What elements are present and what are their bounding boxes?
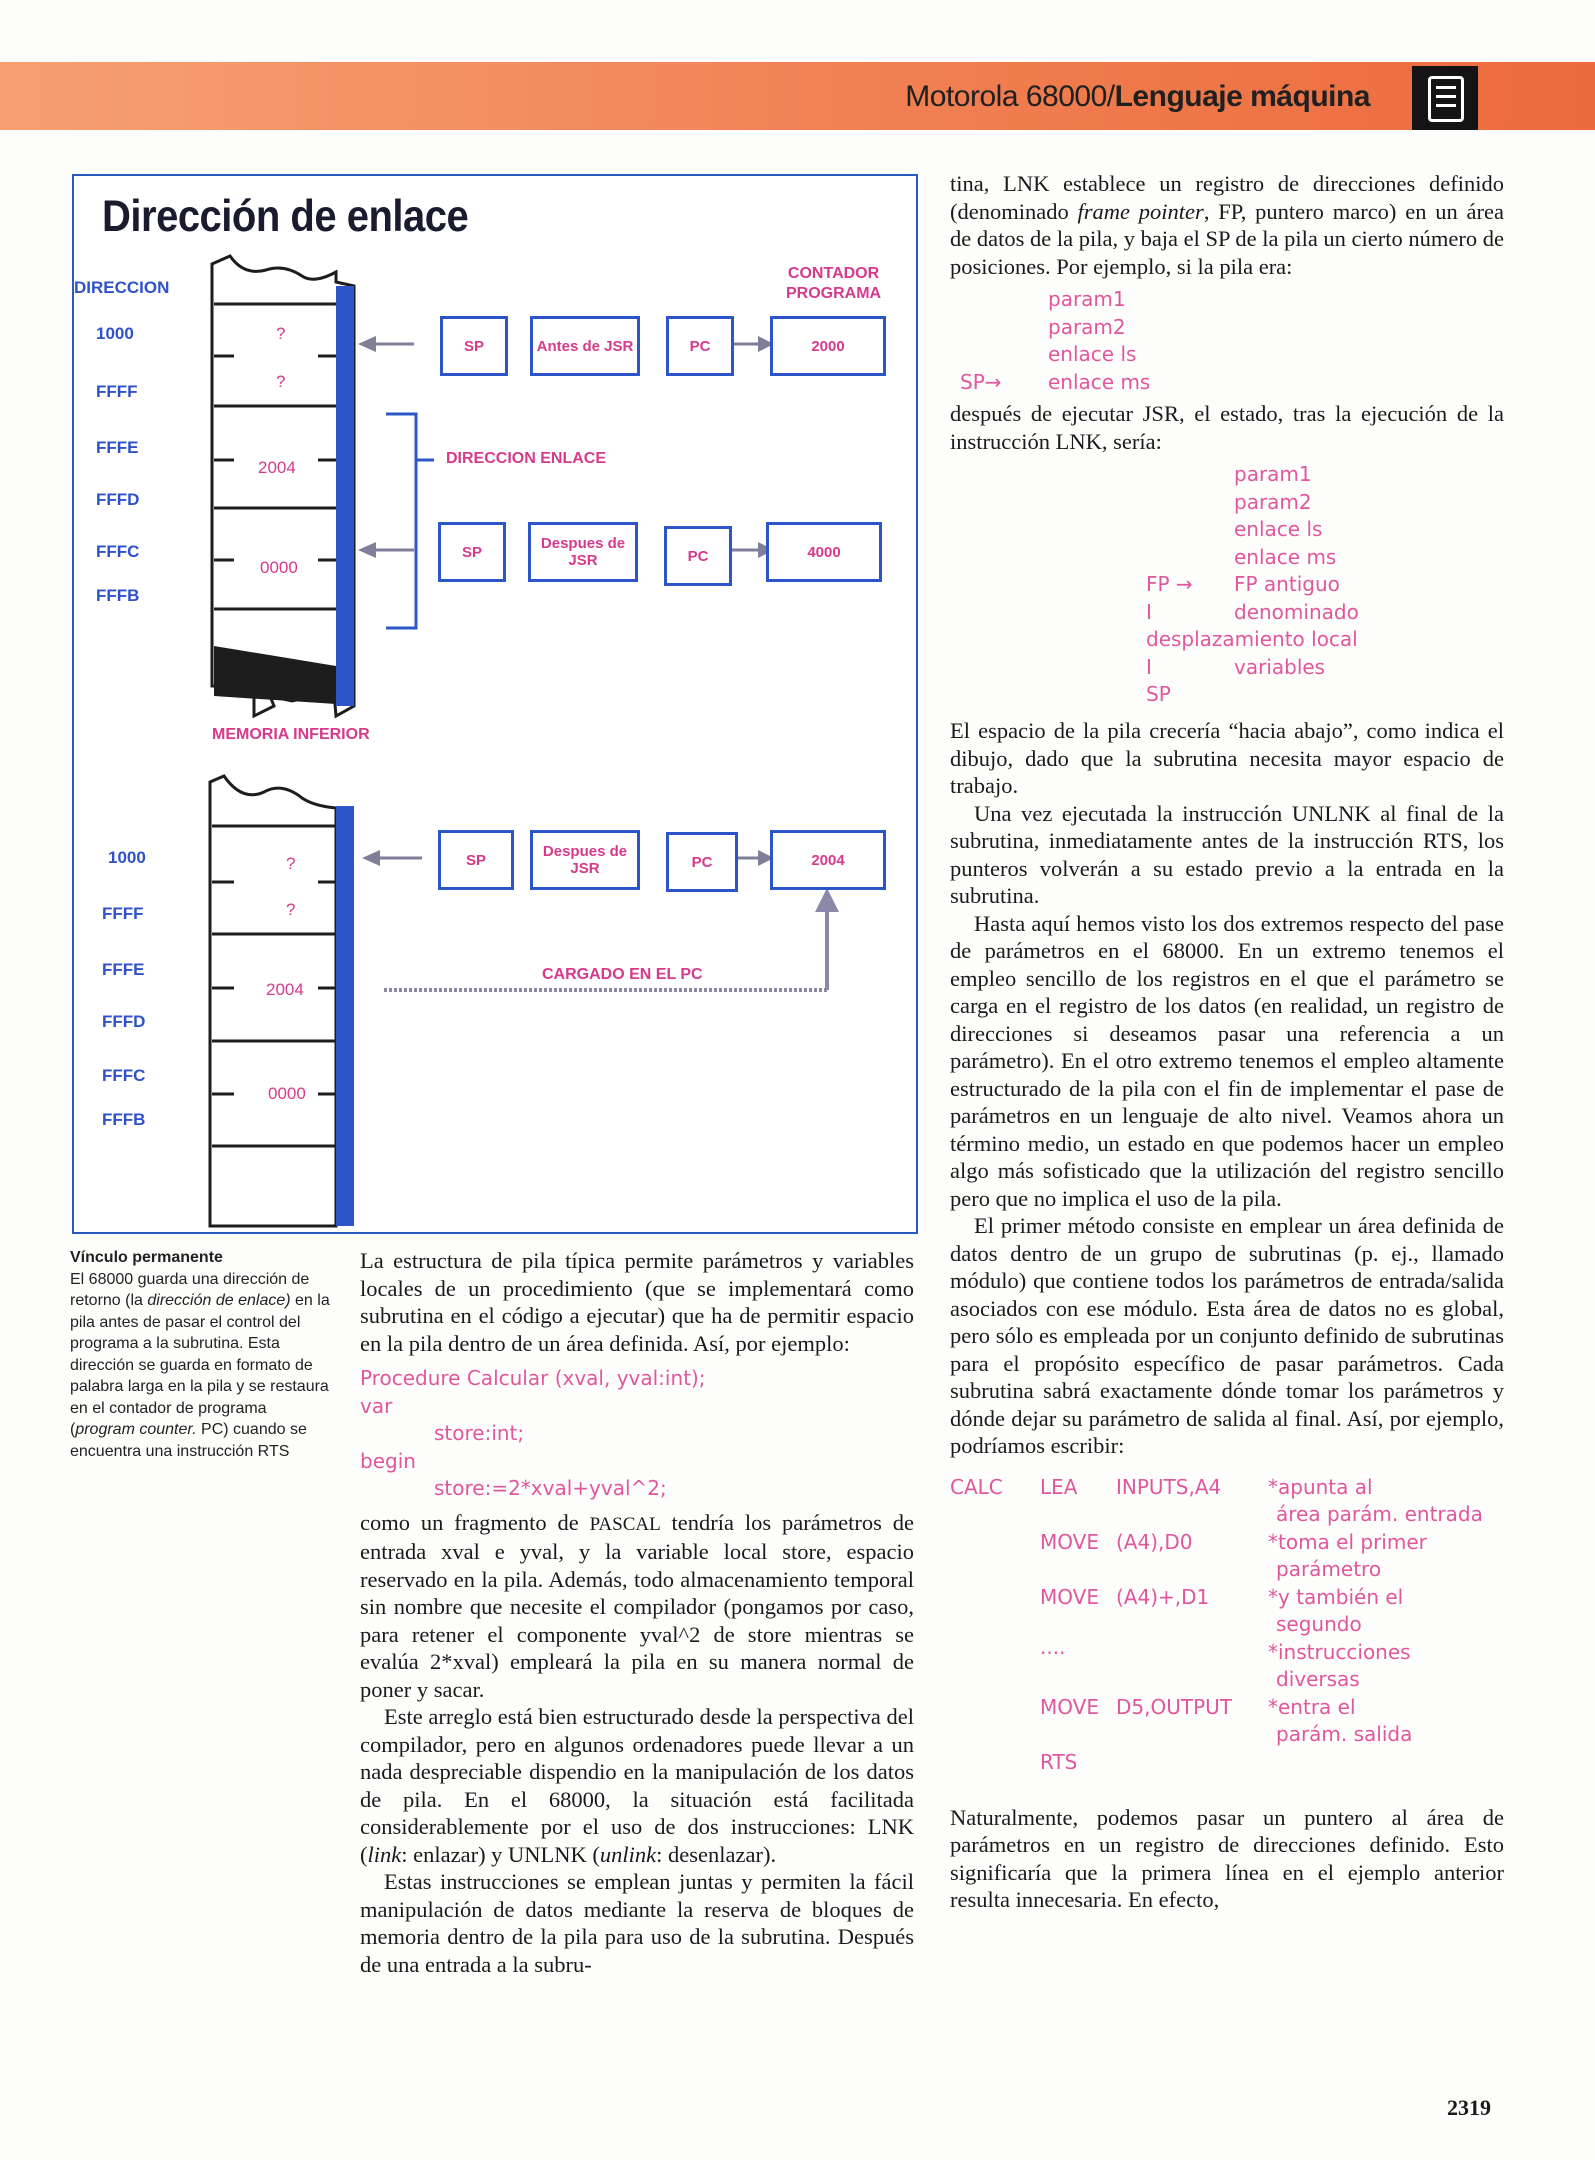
top-address: FFFF (96, 382, 138, 401)
bottom-address: FFFD (102, 1012, 146, 1031)
stack-example-2: param1 param2 enlace ls enlace ms FP → F… (1146, 462, 1359, 706)
paragraph: Este arreglo está bien estructurado desd… (360, 1704, 914, 1867)
top-stack (210, 254, 356, 719)
bottom-stack-value: ? (286, 900, 296, 919)
middle-column: La estructura de pila típica permite par… (360, 1247, 914, 1978)
caption-title: Vínculo permanente (70, 1249, 223, 1266)
figure-caption: Vínculo permanente El 68000 guarda una d… (70, 1247, 330, 1462)
paragraph: El primer método consiste en emplear un … (950, 1213, 1504, 1458)
sp-box: SP (438, 522, 506, 582)
state-box: Antes de JSR (530, 316, 640, 376)
bottom-stack-value: 2004 (266, 980, 304, 999)
paragraph: Una vez ejecutada la instrucción UNLNK a… (950, 800, 1504, 909)
stack-example-1: param1 param2 enlace ls SP→ enlace ms (960, 287, 1151, 394)
top-stack-value: 0000 (260, 558, 298, 577)
paragraph: Naturalmente, podemos pasar un puntero a… (950, 1804, 1504, 1913)
bottom-address: FFFC (102, 1066, 146, 1085)
figure-diagram (208, 254, 839, 1228)
top-address: FFFB (96, 586, 140, 605)
sp-box: SP (438, 830, 514, 890)
caption-text: El 68000 guarda una dirección de retorno… (70, 1270, 330, 1460)
top-stack-value: 2004 (258, 458, 296, 477)
pc-value-box: 2004 (770, 830, 886, 890)
paragraph: El espacio de la pila crecería “hacia ab… (950, 718, 1504, 798)
page-number: 2319 (1447, 2095, 1491, 2120)
paragraph: después de ejecutar JSR, el estado, tras… (950, 401, 1504, 454)
bottom-stack-value: ? (286, 854, 296, 873)
bottom-address: FFFB (102, 1110, 146, 1129)
paragraph: La estructura de pila típica permite par… (360, 1248, 914, 1356)
label-cargado-pc: CARGADO EN EL PC (542, 966, 703, 983)
label-direccion-enlace: DIRECCION ENLACE (446, 450, 607, 467)
top-address: 1000 (96, 324, 134, 343)
assembly-code: CALC LEA INPUTS,A4 *apunta al área parám… (950, 1474, 1483, 1774)
figure-direccion-enlace: Dirección de enlace (72, 174, 918, 1234)
bottom-stack (208, 774, 354, 1228)
state-box: Despues de JSR (530, 830, 640, 890)
bottom-stack-value: 0000 (268, 1084, 306, 1103)
top-address: FFFD (96, 490, 140, 509)
paragraph: como un fragmento de PASCAL tendría los … (360, 1509, 915, 1702)
label-direccion: DIRECCION (74, 278, 170, 297)
top-address: FFFC (96, 542, 140, 561)
label-memoria-inferior: MEMORIA INFERIOR (212, 726, 370, 743)
figure-title: Dirección de enlace (102, 192, 469, 242)
header-bar (0, 62, 1595, 130)
bottom-address: FFFF (102, 904, 144, 923)
pc-value-box: 2000 (770, 316, 886, 376)
top-stack-value: ? (276, 372, 286, 391)
pc-box: PC (664, 526, 732, 586)
paragraph: tina, LNK establece un registro de direc… (950, 171, 1504, 279)
top-address: FFFE (96, 438, 139, 457)
bottom-address: FFFE (102, 960, 145, 979)
top-stack-value: ? (276, 324, 286, 343)
bottom-address: 1000 (108, 848, 146, 867)
sp-box: SP (440, 316, 508, 376)
paragraph: Hasta aquí hemos visto los dos extremos … (950, 910, 1504, 1211)
pc-value-box: 4000 (766, 522, 882, 582)
computer-icon (1412, 66, 1478, 130)
header-title: Motorola 68000/Lenguaje máquina (905, 80, 1370, 113)
pascal-code: Procedure Calcular (xval, yval:int); var… (360, 1366, 706, 1500)
right-column: tina, LNK establece un registro de direc… (950, 170, 1504, 1914)
state-box: Despues de JSR (528, 522, 638, 582)
pc-box: PC (666, 832, 738, 892)
pc-box: PC (666, 316, 734, 376)
paragraph: Estas instrucciones se emplean juntas y … (360, 1869, 914, 1977)
